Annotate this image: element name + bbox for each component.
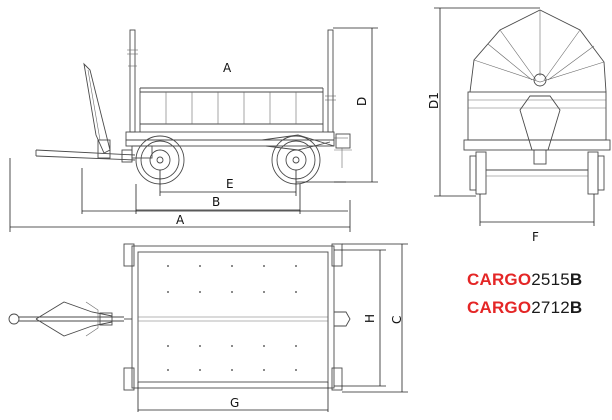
top-dimensions: H C G: [137, 243, 408, 412]
model-1-number: 2515: [531, 270, 570, 289]
side-height-label: D: [355, 97, 369, 106]
top-deck: [124, 245, 335, 389]
side-posts: [127, 29, 336, 133]
side-wheelbase-label: B: [212, 195, 220, 209]
model-2-number: 2712: [531, 298, 570, 317]
front-track-label: F: [532, 230, 539, 244]
front-dimensions: D1 F: [427, 7, 595, 244]
side-rear-hitch: [335, 133, 351, 168]
model-2-brand: CARGO: [467, 298, 532, 317]
side-dimensions: D A E B A: [9, 27, 378, 232]
side-drawbar: [35, 62, 136, 163]
model-2-suffix: B: [569, 298, 583, 317]
top-length-label: G: [230, 396, 239, 410]
model-1-suffix: B: [569, 270, 583, 289]
side-deck-label: A: [223, 61, 232, 75]
top-view: H C G: [8, 243, 408, 412]
front-body: [463, 91, 611, 165]
side-chassis: [125, 131, 352, 159]
front-canopy: [469, 9, 607, 93]
side-wheelbase-inner-label: E: [226, 177, 234, 191]
model-name-2: CARGO2712B: [467, 298, 582, 318]
side-overall-length-label: A: [176, 213, 185, 227]
top-outer-width-label: C: [390, 316, 404, 324]
front-view: D1 F: [427, 7, 611, 244]
model-1-brand: CARGO: [467, 270, 532, 289]
model-name-1: CARGO2515B: [467, 270, 582, 290]
side-view: D A E B A: [9, 27, 378, 232]
top-drawbar: [8, 301, 124, 337]
top-corners: [123, 243, 351, 391]
front-wheels: [469, 151, 605, 195]
top-inner-width-label: H: [363, 314, 377, 323]
side-cage: [139, 87, 324, 132]
front-height-label: D1: [427, 92, 441, 109]
